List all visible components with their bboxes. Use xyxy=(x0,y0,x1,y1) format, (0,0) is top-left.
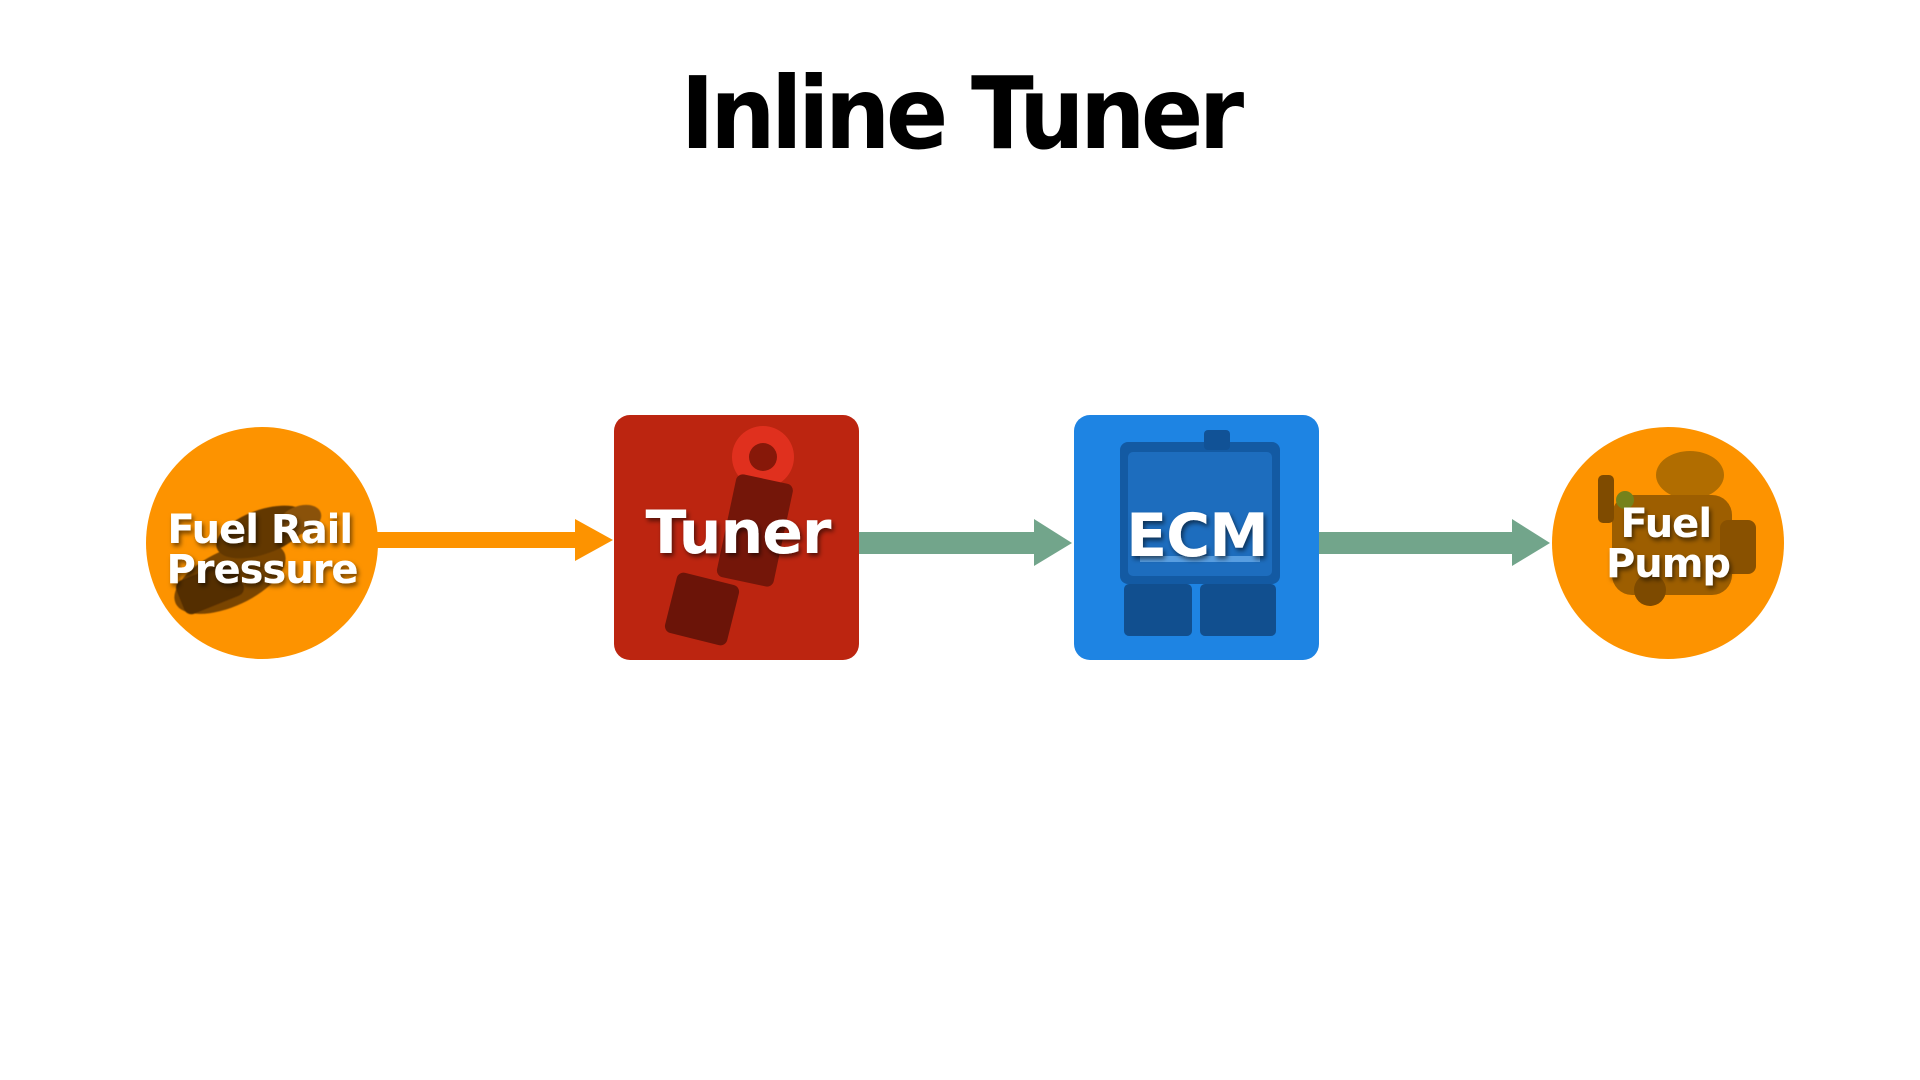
arrow-head xyxy=(1512,519,1550,566)
label-line-1: Fuel xyxy=(1620,501,1711,547)
node-fuel-rail-pressure: Fuel Rail Pressure xyxy=(146,427,378,659)
pressure-sensor-icon xyxy=(174,504,322,615)
fuel-pump-icon xyxy=(1598,451,1756,606)
slide-title: Inline Tuner xyxy=(680,55,1245,172)
node-ecm: ECM xyxy=(1074,415,1319,660)
arrow-shaft xyxy=(1318,532,1514,554)
ecm-unit-icon xyxy=(1120,430,1280,636)
label-line-2: Pressure xyxy=(166,547,357,593)
node-ecm-label: ECM xyxy=(1126,501,1268,571)
node-fuel-rail-pressure-label: Fuel Rail Pressure xyxy=(166,507,357,593)
label-line-1: Fuel Rail xyxy=(167,507,352,553)
arrow-tuner-to-ecm xyxy=(858,519,1072,566)
node-fuel-pump-label: Fuel Pump xyxy=(1606,501,1730,587)
arrow-pressure-to-tuner xyxy=(372,519,613,561)
arrow-ecm-to-pump xyxy=(1318,519,1550,566)
node-fuel-pump: Fuel Pump xyxy=(1552,427,1784,659)
arrow-shaft xyxy=(372,532,577,548)
label-line-2: Pump xyxy=(1606,541,1730,587)
tuner-module-icon xyxy=(664,426,794,646)
arrow-head xyxy=(1034,519,1072,566)
arrow-shaft xyxy=(858,532,1036,554)
node-tuner-label: Tuner xyxy=(645,498,831,568)
node-tuner: Tuner xyxy=(614,415,859,660)
arrow-head xyxy=(575,519,613,561)
